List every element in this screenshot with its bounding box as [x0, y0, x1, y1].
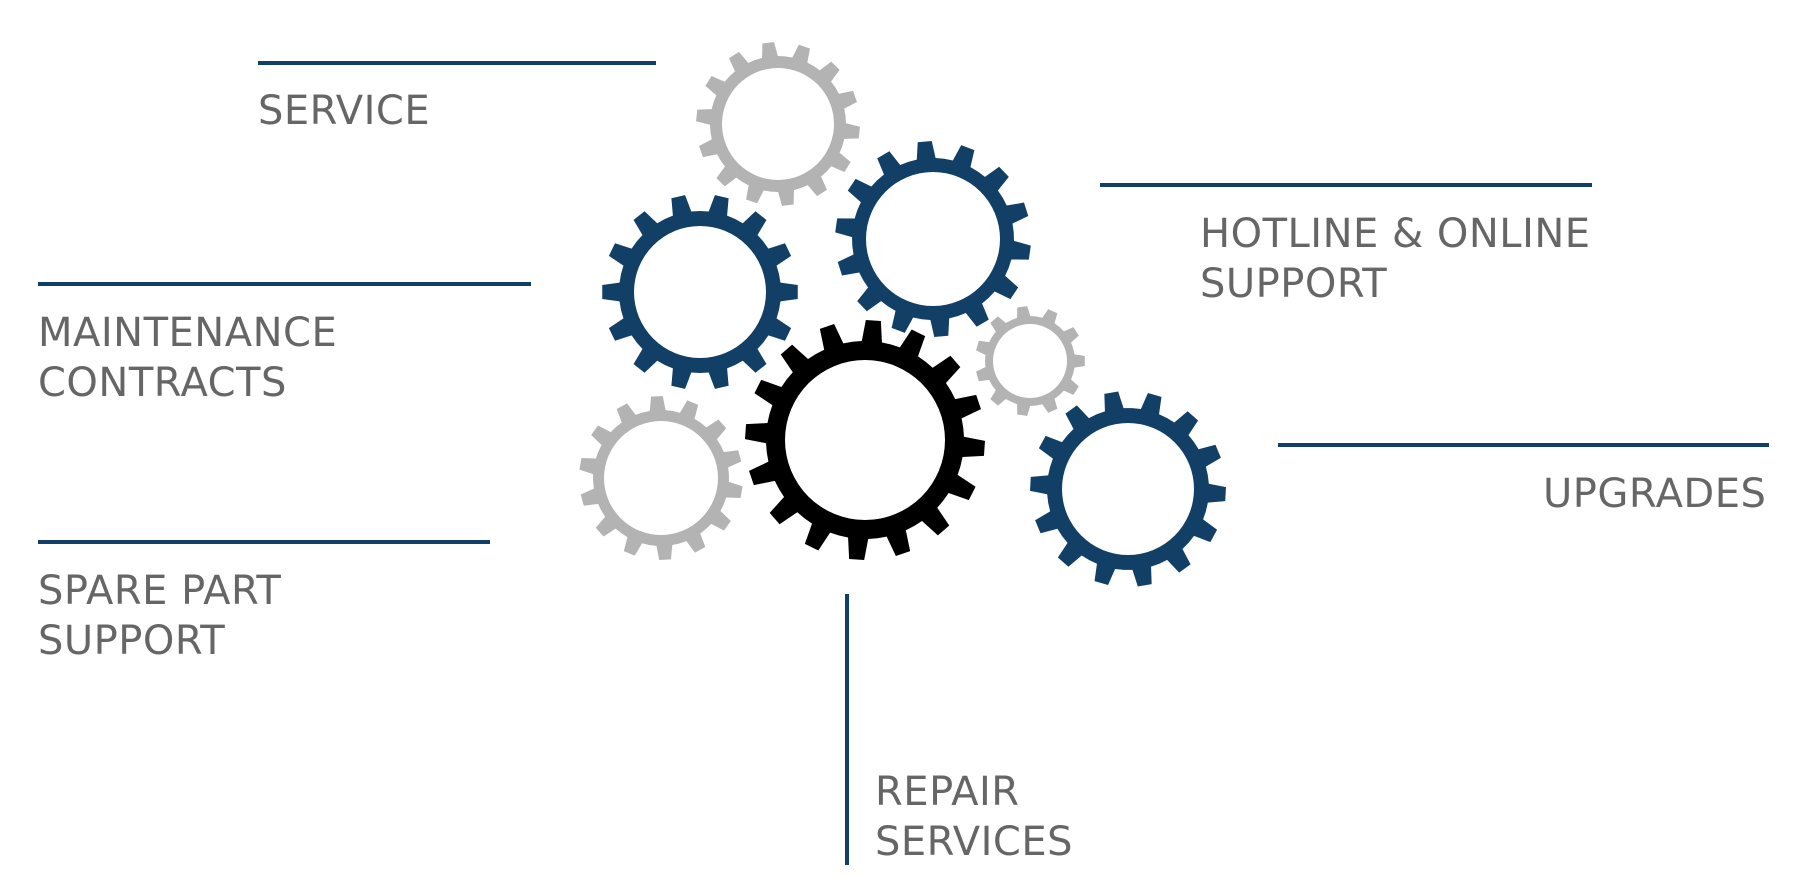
repair-label-line-2: SERVICES [875, 819, 1074, 865]
gear-blue-bottom-right-hole [1062, 423, 1194, 555]
gear-gray-bottom-left-hole [604, 421, 718, 535]
gear-blue-left-hole [634, 226, 766, 358]
repair-services-label: REPAIR SERVICES [875, 767, 1073, 867]
upgrades-label: UPGRADES [1543, 469, 1766, 519]
gear-blue-top-right-hole [866, 172, 1000, 306]
spare-part-label-line-2: SUPPORT [38, 618, 226, 664]
hotline-label-line-2: SUPPORT [1200, 261, 1388, 307]
gear-gray-small [976, 306, 1085, 416]
hotline-label-line-1: HOTLINE & ONLINE [1200, 211, 1591, 257]
gear-gray-bottom-left [579, 396, 743, 560]
repair-rule [845, 594, 849, 865]
gear-black-center-hole [785, 360, 945, 520]
service-rule [258, 61, 656, 65]
maintenance-label-line-2: CONTRACTS [38, 360, 287, 406]
gear-blue-left [602, 195, 798, 389]
gear-gray-small-hole [993, 324, 1067, 398]
repair-label-line-1: REPAIR [875, 769, 1020, 815]
gear-black-center [745, 320, 985, 560]
gear-gray-top-hole [722, 68, 834, 180]
maintenance-rule [38, 282, 531, 286]
hotline-online-support-label: HOTLINE & ONLINE SUPPORT [1200, 209, 1591, 309]
maintenance-contracts-label: MAINTENANCE CONTRACTS [38, 308, 337, 408]
spare-part-support-label: SPARE PART SUPPORT [38, 566, 281, 666]
spare-part-rule [38, 540, 490, 544]
upgrades-label-line-1: UPGRADES [1543, 471, 1767, 517]
gear-blue-bottom-right [1030, 391, 1226, 587]
spare-part-label-line-1: SPARE PART [38, 568, 282, 614]
hotline-rule [1100, 183, 1592, 187]
gear-blue-top-right [835, 141, 1031, 337]
gear-gray-top [696, 42, 860, 206]
service-label: SERVICE [258, 86, 430, 136]
maintenance-label-line-1: MAINTENANCE [38, 310, 338, 356]
upgrades-rule [1278, 443, 1769, 447]
service-label-line-1: SERVICE [258, 88, 431, 134]
